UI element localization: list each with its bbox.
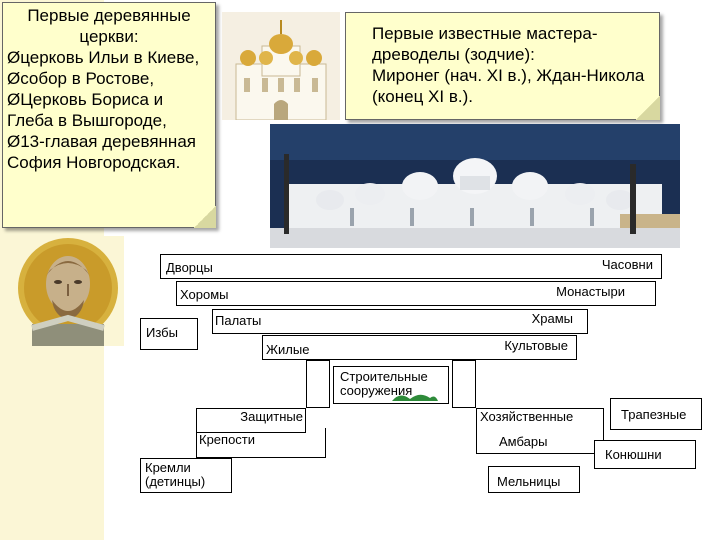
masters-line4: (конец XI в.). [372,86,649,107]
page-fold [194,206,216,228]
box-stables: Конюшни [594,440,696,469]
center-box-right [452,360,476,408]
label-economic: Хозяйственные [480,410,573,424]
box-kremlins: Кремли (детинцы) [140,458,232,493]
box-residential: Жилые Культовые [262,335,577,360]
box-huts: Избы [140,318,198,350]
church-item-4: Ø13-главая деревянная София Новгородская… [7,131,211,173]
box-refectories: Трапезные [610,398,702,430]
church-item-1: Øцерковь Ильи в Киеве, [7,47,211,68]
masters-line1: Первые известные мастера- [372,23,649,44]
masters-line2: древоделы (зодчие): [372,44,649,65]
box-chambers: Палаты Храмы [212,309,588,334]
first-wooden-churches-note: Первые деревянные церкви: Øцерковь Ильи … [2,2,216,228]
label-chapels: Часовни [602,258,653,272]
label-huts: Избы [146,326,178,340]
box-fortresses: Крепости [196,428,326,458]
center-label-line1: Строительные [340,370,442,384]
tree-decoration [390,391,440,401]
center-box-left [306,360,330,408]
cathedral-photo [270,124,680,248]
label-mansions: Хоромы [180,288,229,302]
note-title-line2: церкви: [7,26,211,47]
label-defensive: Защитные [240,410,303,424]
label-barns: Амбары [499,435,547,449]
label-refectories: Трапезные [621,408,686,422]
label-kremlins-line1: Кремли [145,461,227,475]
label-religious: Культовые [504,339,568,353]
label-chambers: Палаты [215,314,261,328]
church-photo [222,12,340,120]
label-palaces: Дворцы [166,261,213,275]
masters-line3: Миронег (нач. XI в.), Ждан-Никола [372,65,649,86]
label-mills: Мельницы [497,475,560,489]
label-monasteries: Монастыри [556,285,625,299]
page-fold [636,96,660,120]
saint-icon-image [12,236,124,346]
label-residential: Жилые [266,343,309,357]
first-masters-note: Первые известные мастера- древоделы (зод… [345,12,660,120]
church-item-2: Øсобор в Ростове, [7,68,211,89]
note-title-line1: Первые деревянные [7,5,211,26]
box-palaces: Дворцы Часовни [160,254,662,279]
label-stables: Конюшни [605,448,662,462]
label-fortresses: Крепости [199,433,255,447]
box-economic: Хозяйственные Амбары [476,408,604,454]
church-item-3: ØЦерковь Бориса и Глеба в Вышгороде, [7,89,211,131]
box-mansions: Хоромы Монастыри [176,281,656,306]
center-building-structures: Строительные сооружения [333,366,449,404]
label-kremlins-line2: (детинцы) [145,475,227,489]
box-mills: Мельницы [488,466,580,493]
label-temples: Храмы [532,312,573,326]
